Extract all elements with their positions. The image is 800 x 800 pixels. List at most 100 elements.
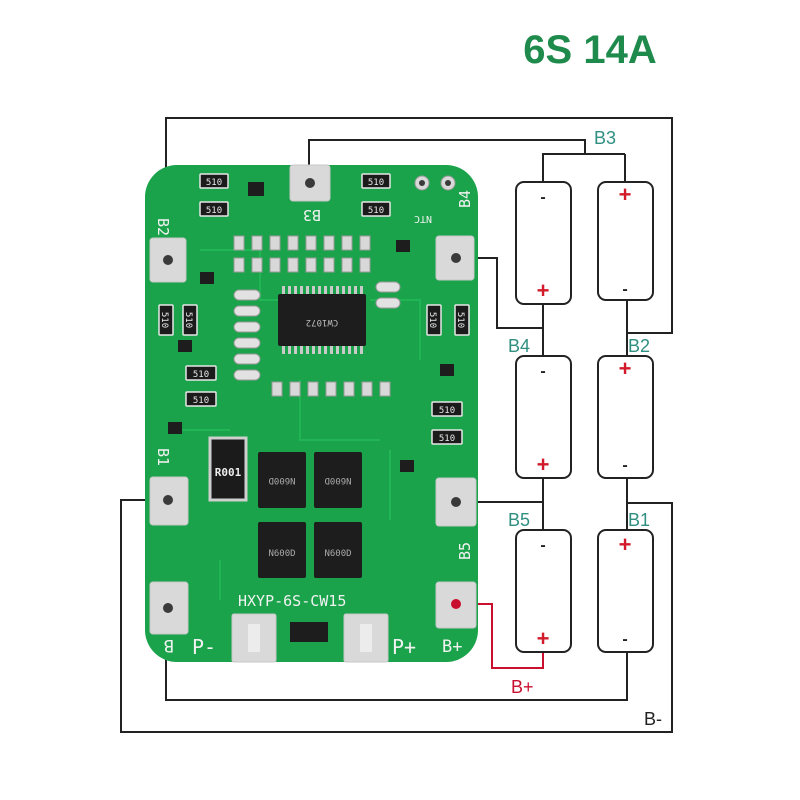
svg-text:N600D: N600D: [324, 549, 351, 559]
svg-text:+: +: [619, 532, 632, 557]
svg-text:+: +: [619, 356, 632, 381]
resistor: 510: [199, 173, 229, 189]
svg-text:510: 510: [368, 206, 384, 216]
svg-text:N600D: N600D: [268, 549, 295, 559]
wire-labels: B3 B4 B2 B5 B1 B+ B-: [508, 128, 662, 729]
svg-text:510: 510: [206, 178, 222, 188]
silk-p-minus: P-: [192, 635, 216, 659]
label-b2: B2: [628, 336, 650, 356]
resistor: 510: [158, 304, 174, 336]
svg-text:510: 510: [206, 206, 222, 216]
silk-ntc: NTC: [414, 213, 432, 224]
protection-ic: CW1072: [278, 286, 366, 354]
battery-cells: - + - + - + + - + - + -: [515, 181, 654, 653]
ic-marking: CW1072: [306, 317, 339, 327]
pcb-traces: [180, 249, 421, 600]
svg-text:R001: R001: [215, 466, 242, 479]
svg-text:+: +: [619, 182, 632, 207]
diagram-title: 6S 14A: [523, 28, 656, 72]
oval-pads: [233, 281, 401, 381]
silk-p-plus: P+: [392, 635, 416, 659]
silk-model: HXYP-6S-CW15: [238, 592, 346, 610]
capacitor-row-top: [233, 235, 371, 273]
cell: - +: [515, 181, 572, 305]
svg-text:-: -: [540, 537, 545, 554]
resistor: 510: [199, 201, 229, 217]
svg-text:N600D: N600D: [324, 475, 351, 485]
pad-p-plus: [343, 613, 389, 663]
svg-text:510: 510: [159, 312, 169, 328]
label-b1: B1: [628, 510, 650, 530]
resistor: 510: [185, 391, 217, 407]
ntc-holes: [414, 175, 456, 191]
svg-text:+: +: [537, 452, 550, 477]
svg-text:+: +: [537, 278, 550, 303]
pad-b2: [149, 237, 187, 283]
svg-text:510: 510: [439, 406, 455, 416]
svg-text:510: 510: [455, 312, 465, 328]
svg-text:-: -: [622, 631, 627, 648]
svg-text:510: 510: [368, 178, 384, 188]
svg-text:510: 510: [183, 312, 193, 328]
label-b5: B5: [508, 510, 530, 530]
resistor-group: 510 510 510 510 510 510 510 510 510 510 …: [158, 173, 470, 445]
mosfet: N600D: [314, 522, 362, 578]
resistor: 510: [454, 304, 470, 336]
wire-b-plus: [456, 603, 544, 669]
pad-b1: [149, 476, 189, 526]
svg-text:-: -: [540, 189, 545, 206]
capacitor-row-bottom: [271, 381, 391, 397]
pcb-board: CW1072 510 510 510 510 510 510 510 510 5…: [145, 164, 478, 663]
pad-b5: [435, 477, 477, 527]
resistor: 510: [185, 365, 217, 381]
wire-b1: [120, 499, 673, 733]
label-b-minus: B-: [644, 709, 662, 729]
pad-b4: [435, 235, 475, 281]
svg-text:510: 510: [439, 434, 455, 444]
resistor: 510: [182, 304, 198, 336]
svg-text:-: -: [540, 363, 545, 380]
label-b3: B3: [594, 128, 616, 148]
cell: + -: [597, 355, 654, 479]
wire-b4: [456, 257, 544, 356]
silk-b5: B5: [456, 542, 474, 560]
mosfet: N600D: [258, 522, 306, 578]
label-b-plus: B+: [511, 677, 534, 697]
wire-b3: [308, 139, 586, 182]
mosfet: N600D: [258, 452, 306, 508]
pad-p-minus: [231, 613, 277, 663]
silk-b2: B2: [154, 218, 172, 236]
cell: + -: [597, 181, 654, 301]
mosfet-array: N600D N600D N600D N600D: [258, 452, 362, 578]
transistors: [168, 182, 454, 472]
pad-b-minus: [149, 581, 189, 635]
resistor: 510: [426, 304, 442, 336]
svg-text:-: -: [622, 457, 627, 474]
mosfet: N600D: [314, 452, 362, 508]
cell: - +: [515, 529, 572, 653]
resistor: 510: [431, 401, 463, 417]
resistor: 510: [431, 429, 463, 445]
resistor: 510: [361, 201, 391, 217]
svg-text:-: -: [622, 281, 627, 298]
label-b4: B4: [508, 336, 530, 356]
silk-b4: B4: [456, 190, 474, 208]
silk-b1: B1: [154, 448, 172, 466]
cell: + -: [597, 529, 654, 653]
shunt-resistor: R001: [208, 436, 248, 502]
pad-b-plus: [435, 581, 477, 629]
silk-b-plus: B+: [442, 637, 462, 657]
silk-b3: B3: [303, 206, 321, 224]
svg-text:N600D: N600D: [268, 475, 295, 485]
silk-b-minus: B: [164, 635, 174, 655]
svg-text:510: 510: [193, 370, 209, 380]
wire-b2: [165, 117, 673, 334]
cell: - +: [515, 355, 572, 479]
svg-text:510: 510: [193, 396, 209, 406]
svg-text:+: +: [537, 626, 550, 651]
svg-text:510: 510: [427, 312, 437, 328]
resistor: 510: [361, 173, 391, 189]
pad-b3: [289, 164, 331, 202]
bottom-ic: [290, 622, 328, 642]
